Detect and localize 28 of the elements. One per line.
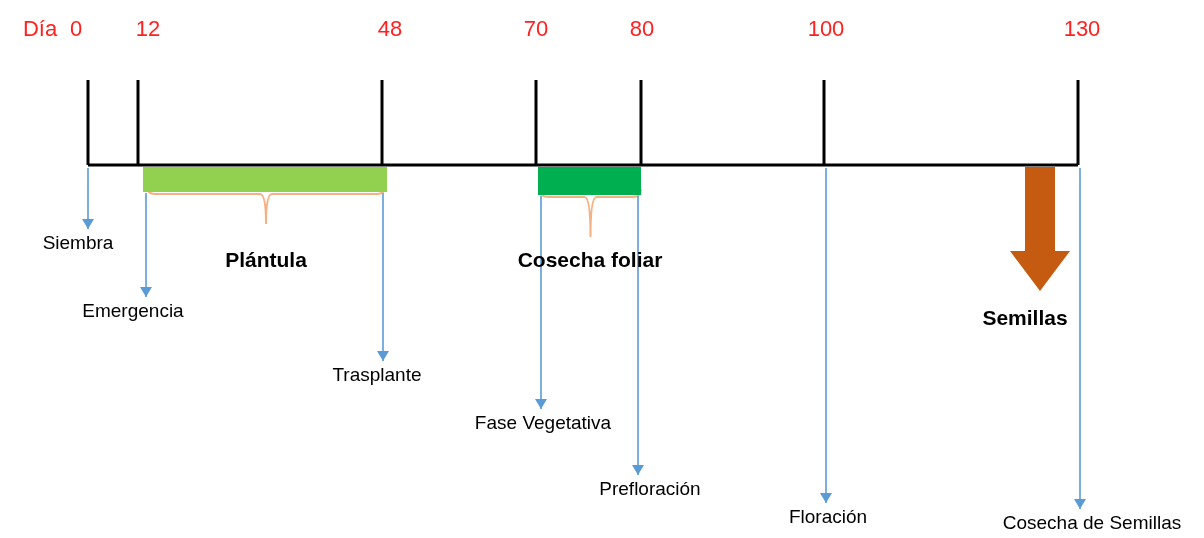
arrow — [820, 167, 832, 504]
event-label: Fase Vegetativa — [474, 412, 612, 434]
tick-label: 100 — [807, 16, 845, 42]
event-label: Floración — [788, 506, 868, 528]
event-label: Cosecha de Semillas — [1002, 512, 1182, 534]
event-label: Emergencia — [82, 300, 184, 322]
event-label: Semillas — [982, 306, 1068, 330]
phase-label: Plántula — [225, 248, 307, 272]
tick-label: 80 — [629, 16, 655, 42]
arrow — [632, 195, 644, 476]
event-label: Prefloración — [599, 478, 701, 500]
block-arrow — [1010, 167, 1070, 291]
tick-label: 130 — [1063, 16, 1101, 42]
tick-label: 12 — [135, 16, 161, 42]
arrow — [377, 192, 389, 362]
phase-bar — [143, 167, 387, 192]
phase-bar — [538, 167, 641, 195]
event-label: Trasplante — [332, 364, 422, 386]
axis-label: Día — [22, 16, 58, 42]
tick-label: 48 — [377, 16, 403, 42]
tick-label: 70 — [523, 16, 549, 42]
arrow — [82, 167, 94, 230]
tick-label: 0 — [69, 16, 83, 42]
arrow — [140, 192, 152, 298]
phase-label: Cosecha foliar — [517, 248, 663, 272]
arrow — [535, 195, 547, 410]
event-label: Siembra — [42, 232, 114, 254]
arrow — [1074, 167, 1086, 510]
